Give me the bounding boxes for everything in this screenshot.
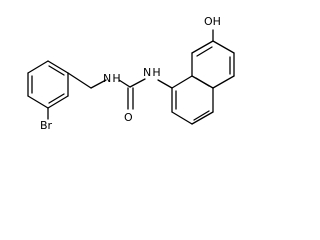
bromophenyl-ring (27, 60, 69, 109)
hydroxyl-label: OH (204, 15, 221, 28)
bond (191, 40, 214, 54)
bond-n-naphthyl (157, 79, 173, 89)
bond (47, 95, 69, 109)
bond (27, 95, 49, 109)
bond (171, 75, 193, 89)
naphthalene-ring (171, 40, 235, 125)
double-bond-inner (195, 77, 210, 87)
oxygen-label: O (124, 111, 133, 124)
nh-right-label: N H (143, 66, 161, 79)
bond-c-n (129, 78, 146, 88)
bond (47, 60, 69, 74)
nh-left-label: N H (103, 72, 121, 85)
double-bond-inner (196, 46, 213, 57)
urea-linker (67, 72, 173, 110)
chemical-structure: Br N H N H O OH (27, 15, 235, 132)
double-bond-inner (48, 65, 65, 76)
bond-ch2-n (90, 79, 107, 89)
double-bond-inner (193, 110, 210, 121)
bond (171, 111, 193, 125)
bond (27, 60, 49, 74)
bond (212, 75, 235, 89)
bond (191, 111, 214, 125)
bond-ring-ch2 (67, 72, 92, 89)
bond-n-c (118, 79, 131, 88)
bond (212, 40, 235, 54)
bromine-label: Br (40, 119, 53, 132)
double-bond-inner (48, 93, 65, 104)
